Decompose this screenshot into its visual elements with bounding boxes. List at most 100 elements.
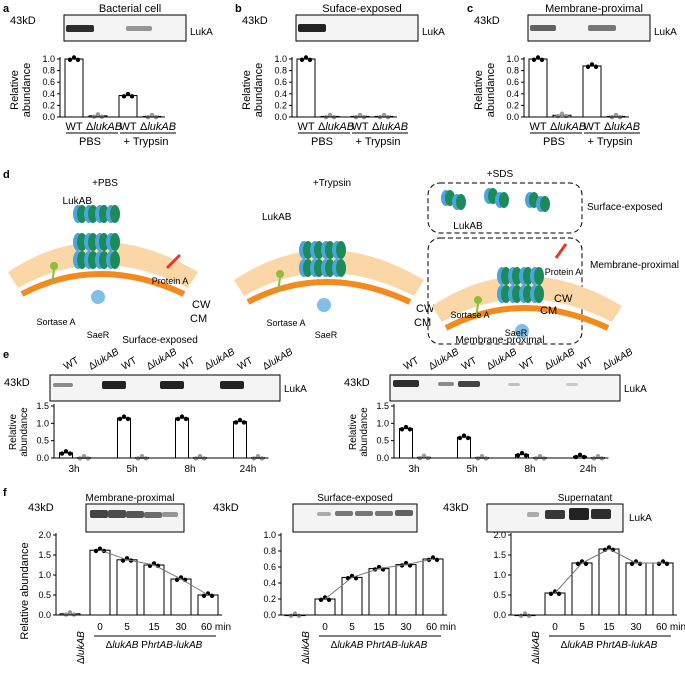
kd-marker: 43kD <box>443 502 469 514</box>
lane-label: WT <box>62 355 81 372</box>
data-point <box>577 452 583 457</box>
data-point <box>589 62 595 67</box>
trend-line <box>554 548 663 594</box>
lukab-icon <box>336 259 346 277</box>
blot-band <box>588 25 616 31</box>
y-axis-label: Relative abundance <box>19 542 31 639</box>
delta-label: ΔlukAB <box>86 121 122 133</box>
time-label: 8h <box>524 464 535 475</box>
time-label: 5h <box>466 464 477 475</box>
panel-f-bar <box>368 568 390 616</box>
data-point <box>357 112 363 118</box>
y-tick-label: 0.2 <box>42 100 55 110</box>
x-tick-label: 60 min <box>426 622 456 633</box>
lukab-icon <box>110 233 120 251</box>
data-point <box>241 420 247 425</box>
y-tick-label: 0.0 <box>263 610 276 620</box>
panel-e-bar <box>175 417 189 459</box>
delta-label: ΔlukAB <box>203 347 237 373</box>
protein-label: LukA <box>422 27 445 38</box>
data-point <box>67 451 73 456</box>
western-blot <box>389 374 621 402</box>
data-point <box>583 561 589 566</box>
y-tick-label: 0.5 <box>38 590 51 600</box>
blot-band <box>375 511 393 516</box>
protein-label: LukA <box>190 27 213 38</box>
lane-label: WT <box>460 355 479 372</box>
cell-membrane <box>444 305 610 331</box>
data-point <box>559 111 565 116</box>
y-tick-label: 0.2 <box>274 100 287 110</box>
lane-label: WT <box>120 355 139 372</box>
delta-label: ΔlukAB <box>427 347 461 373</box>
lukab-icon <box>336 241 346 259</box>
protein-label: LukA <box>284 384 307 395</box>
data-point <box>95 112 101 117</box>
data-point <box>353 576 359 581</box>
cw-label: CW <box>554 293 573 305</box>
data-point <box>479 453 485 459</box>
delta-label: ΔlukAB <box>140 121 176 133</box>
cw-label: CW <box>416 303 435 315</box>
kd-marker: 43kD <box>4 377 30 389</box>
data-point <box>629 561 635 566</box>
membrane-box <box>427 237 583 345</box>
blot-band <box>108 510 126 518</box>
data-point <box>585 64 591 69</box>
data-point <box>581 454 587 460</box>
lukab-icon <box>456 194 466 210</box>
data-point <box>575 561 581 566</box>
x-tick-label: 15 <box>373 622 385 633</box>
kd-marker: 43kD <box>213 502 239 514</box>
x-tick-label: WT <box>65 121 82 133</box>
delta-label: ΔlukAB <box>604 121 640 133</box>
cm-label: CM <box>540 305 557 317</box>
blot-band <box>298 24 326 32</box>
lukab-icon <box>77 205 87 223</box>
data-point <box>606 545 612 550</box>
blot-band <box>126 511 144 518</box>
group-label: PBS <box>311 136 333 148</box>
data-point <box>97 546 103 551</box>
blot-band <box>395 510 413 516</box>
saer-label: SaeR <box>315 330 338 340</box>
protein-a-icon <box>165 253 182 270</box>
protein-label: LukA <box>629 513 652 524</box>
panel-title: Suface-exposed <box>322 3 402 15</box>
blot-band <box>53 383 73 387</box>
y-tick-label: 0.0 <box>36 453 49 463</box>
panel-title: Bacterial cell <box>99 3 161 15</box>
panel-f-bar <box>652 562 674 616</box>
group-label: + Trypsin <box>588 136 633 148</box>
data-point <box>117 416 123 422</box>
data-point <box>209 593 215 598</box>
lukab-icon <box>540 196 550 212</box>
panel-title: Supernatant <box>558 493 613 504</box>
y-axis-label: abundance <box>359 407 370 457</box>
x-axis-label: ΔlukAB PhrtAB-lukAB <box>106 640 203 651</box>
y-axis-label: abundance <box>21 63 33 117</box>
lukab-icon <box>325 259 335 277</box>
panel-f-bar <box>89 549 111 616</box>
trend-line <box>99 549 209 596</box>
time-label: 8h <box>184 464 195 475</box>
data-point <box>318 597 324 602</box>
data-point <box>183 416 189 422</box>
panel-title: Surface-exposed <box>317 493 393 504</box>
lukab-icon <box>534 285 544 303</box>
y-tick-label: 0.8 <box>506 66 519 76</box>
data-point <box>120 558 126 563</box>
protein-label: LukA <box>624 384 647 395</box>
y-tick-label: 1.0 <box>506 54 519 64</box>
blot-band <box>66 25 94 32</box>
diagram-pbs <box>8 205 198 304</box>
data-point <box>381 112 387 118</box>
data-point <box>129 94 135 99</box>
delta-label: ΔlukAB <box>601 347 635 373</box>
data-point <box>201 593 207 598</box>
blot-band <box>220 381 244 389</box>
lane-label: WT <box>518 355 537 372</box>
x-axis-label: ΔlukAB PhrtAB-lukAB <box>331 640 428 651</box>
y-axis-label: abundance <box>485 63 497 117</box>
